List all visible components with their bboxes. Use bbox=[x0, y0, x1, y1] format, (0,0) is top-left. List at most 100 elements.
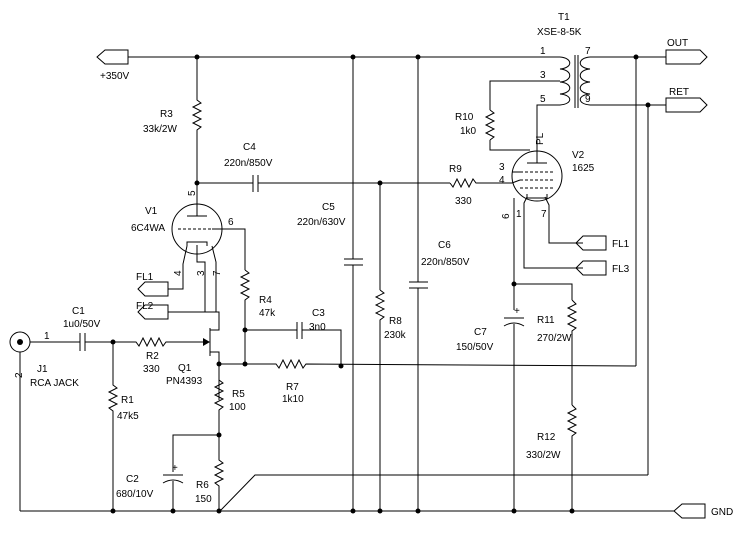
fl1-right-label: FL1 bbox=[612, 239, 630, 250]
t1-pin5: 5 bbox=[540, 94, 546, 105]
fl1-right-port: FL1 bbox=[575, 235, 630, 251]
resistor-r4: R4 47k bbox=[239, 269, 276, 364]
supply-port: +350V bbox=[96, 49, 130, 82]
resistor-r7: R7 1k10 bbox=[219, 358, 637, 405]
r8-value: 230k bbox=[384, 330, 407, 341]
c1-ref: C1 bbox=[72, 306, 85, 317]
c4-value: 220n/850V bbox=[224, 158, 273, 169]
r2-ref: R2 bbox=[146, 351, 159, 362]
r1-value: 47k5 bbox=[117, 411, 139, 422]
junction-dots bbox=[110, 54, 651, 514]
r3-ref: R3 bbox=[160, 109, 173, 120]
v1-pin3: 3 bbox=[196, 270, 207, 276]
t1-value: XSE-8-5K bbox=[537, 27, 582, 38]
t1-pin3: 3 bbox=[540, 70, 546, 81]
r6-ref: R6 bbox=[196, 480, 209, 491]
c2-value: 680/10V bbox=[116, 489, 154, 500]
r11-ref: R11 bbox=[537, 315, 555, 326]
resistor-r8: R8 230k bbox=[374, 183, 407, 511]
r7-value: 1k10 bbox=[282, 394, 304, 405]
fl2-left-label: FL2 bbox=[136, 301, 154, 312]
fl3-right-port: FL3 bbox=[575, 260, 630, 276]
resistor-r1: R1 47k5 bbox=[107, 342, 139, 511]
r1-ref: R1 bbox=[121, 395, 134, 406]
gnd-port: GND bbox=[673, 503, 733, 519]
v2-pin4: 4 bbox=[499, 175, 505, 186]
v2-value: 1625 bbox=[572, 163, 595, 174]
capacitor-c2: + C2 680/10V bbox=[116, 463, 184, 511]
c5-ref: C5 bbox=[322, 202, 335, 213]
v2-pin6: 6 bbox=[501, 213, 512, 219]
r5-ref: R5 bbox=[232, 389, 245, 400]
v1-pin7: 7 bbox=[212, 270, 223, 276]
r9-ref: R9 bbox=[449, 164, 462, 175]
q1-value: PN4393 bbox=[166, 376, 203, 387]
jfet-q1: Q1 PN4393 bbox=[166, 305, 220, 400]
r8-ref: R8 bbox=[389, 316, 402, 327]
resistor-r3: R3 33k/2W bbox=[143, 95, 203, 183]
r3-value: 33k/2W bbox=[143, 124, 177, 135]
c4-ref: C4 bbox=[243, 142, 256, 153]
v1-pin6: 6 bbox=[228, 217, 234, 228]
c2-polarity: + bbox=[172, 463, 178, 474]
v2-pl-label: PL bbox=[535, 132, 546, 145]
v1-pin4: 4 bbox=[173, 270, 184, 276]
capacitor-c5: C5 220n/630V bbox=[297, 57, 363, 511]
resistor-r5: R5 100 bbox=[213, 379, 246, 448]
r12-value: 330/2W bbox=[526, 450, 561, 461]
supply-rail bbox=[128, 56, 560, 95]
resistor-r10: R10 1k0 bbox=[455, 109, 496, 141]
resistor-r12: R12 330/2W bbox=[526, 404, 578, 511]
c6-value: 220n/850V bbox=[421, 257, 470, 268]
c1-value: 1u0/50V bbox=[63, 319, 101, 330]
r10-ref: R10 bbox=[455, 112, 474, 123]
t1-pin1: 1 bbox=[540, 46, 546, 57]
capacitor-c1: C1 1u0/50V bbox=[30, 306, 101, 351]
resistor-r11: R11 270/2W bbox=[537, 299, 578, 405]
r11-value: 270/2W bbox=[537, 333, 572, 344]
capacitor-c6: C6 220n/850V bbox=[409, 57, 470, 511]
v1-ref: V1 bbox=[145, 206, 158, 217]
gnd-label: GND bbox=[711, 507, 733, 518]
c7-polarity: + bbox=[514, 306, 520, 317]
r4-value: 47k bbox=[259, 308, 276, 319]
v2-pin3: 3 bbox=[499, 162, 505, 173]
r5-value: 100 bbox=[229, 402, 246, 413]
tube-v2: V2 1625 PL 3 4 6 1 7 bbox=[499, 132, 595, 269]
supply-label: +350V bbox=[100, 71, 130, 82]
q1-ref: Q1 bbox=[178, 363, 192, 374]
ret-label: RET bbox=[669, 87, 689, 98]
r10-value: 1k0 bbox=[460, 126, 477, 137]
c7-value: 150/50V bbox=[456, 342, 494, 353]
capacitor-c3: C3 3n0 bbox=[245, 308, 342, 366]
j1-pin2: 2 bbox=[14, 372, 25, 378]
c3-ref: C3 bbox=[312, 308, 325, 319]
r7-ref: R7 bbox=[286, 382, 299, 393]
fl3-right-label: FL3 bbox=[612, 264, 630, 275]
resistor-r6: R6 150 bbox=[195, 448, 225, 511]
capacitor-c4: C4 220n/850V bbox=[197, 142, 450, 192]
resistor-r9: R9 330 bbox=[449, 164, 512, 207]
r9-value: 330 bbox=[455, 196, 472, 207]
r4-ref: R4 bbox=[259, 295, 272, 306]
fl2-left-port: FL2 bbox=[136, 301, 169, 320]
c5-value: 220n/630V bbox=[297, 217, 346, 228]
c7-ref: C7 bbox=[474, 327, 487, 338]
j1-value: RCA JACK bbox=[30, 378, 79, 389]
v1-value: 6C4WA bbox=[131, 223, 165, 234]
t1-pin7: 7 bbox=[585, 46, 591, 57]
v2-pin1: 1 bbox=[516, 209, 522, 220]
t1-ref: T1 bbox=[558, 12, 570, 23]
fl1-left-label: FL1 bbox=[136, 272, 154, 283]
v2-pin7: 7 bbox=[541, 209, 547, 220]
fl1-left-port: FL1 bbox=[136, 272, 169, 297]
j1-pin1: 1 bbox=[44, 331, 50, 342]
out-label: OUT bbox=[667, 38, 688, 49]
capacitor-c7: + C7 150/50V bbox=[456, 306, 525, 511]
t1-pin9: 9 bbox=[585, 94, 591, 105]
c2-ref: C2 bbox=[126, 474, 139, 485]
r6-value: 150 bbox=[195, 494, 212, 505]
r12-ref: R12 bbox=[537, 432, 556, 443]
r2-value: 330 bbox=[143, 364, 160, 375]
